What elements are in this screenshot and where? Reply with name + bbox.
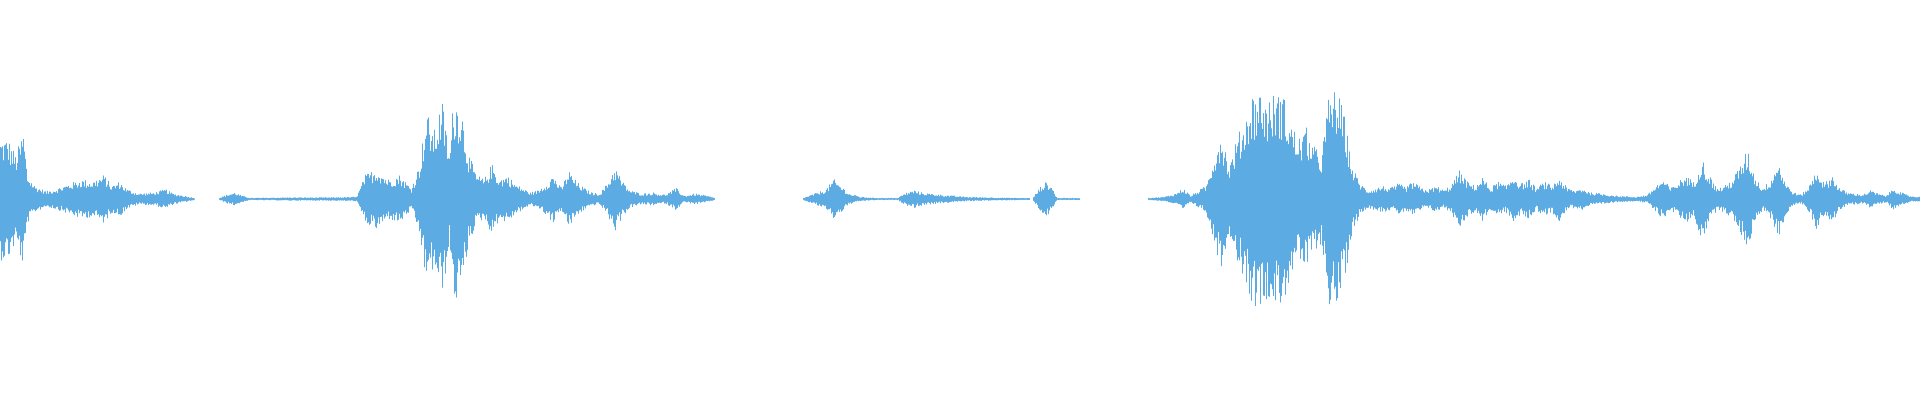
waveform-segment-0 [0, 139, 195, 261]
waveform-segment-3 [357, 104, 715, 298]
